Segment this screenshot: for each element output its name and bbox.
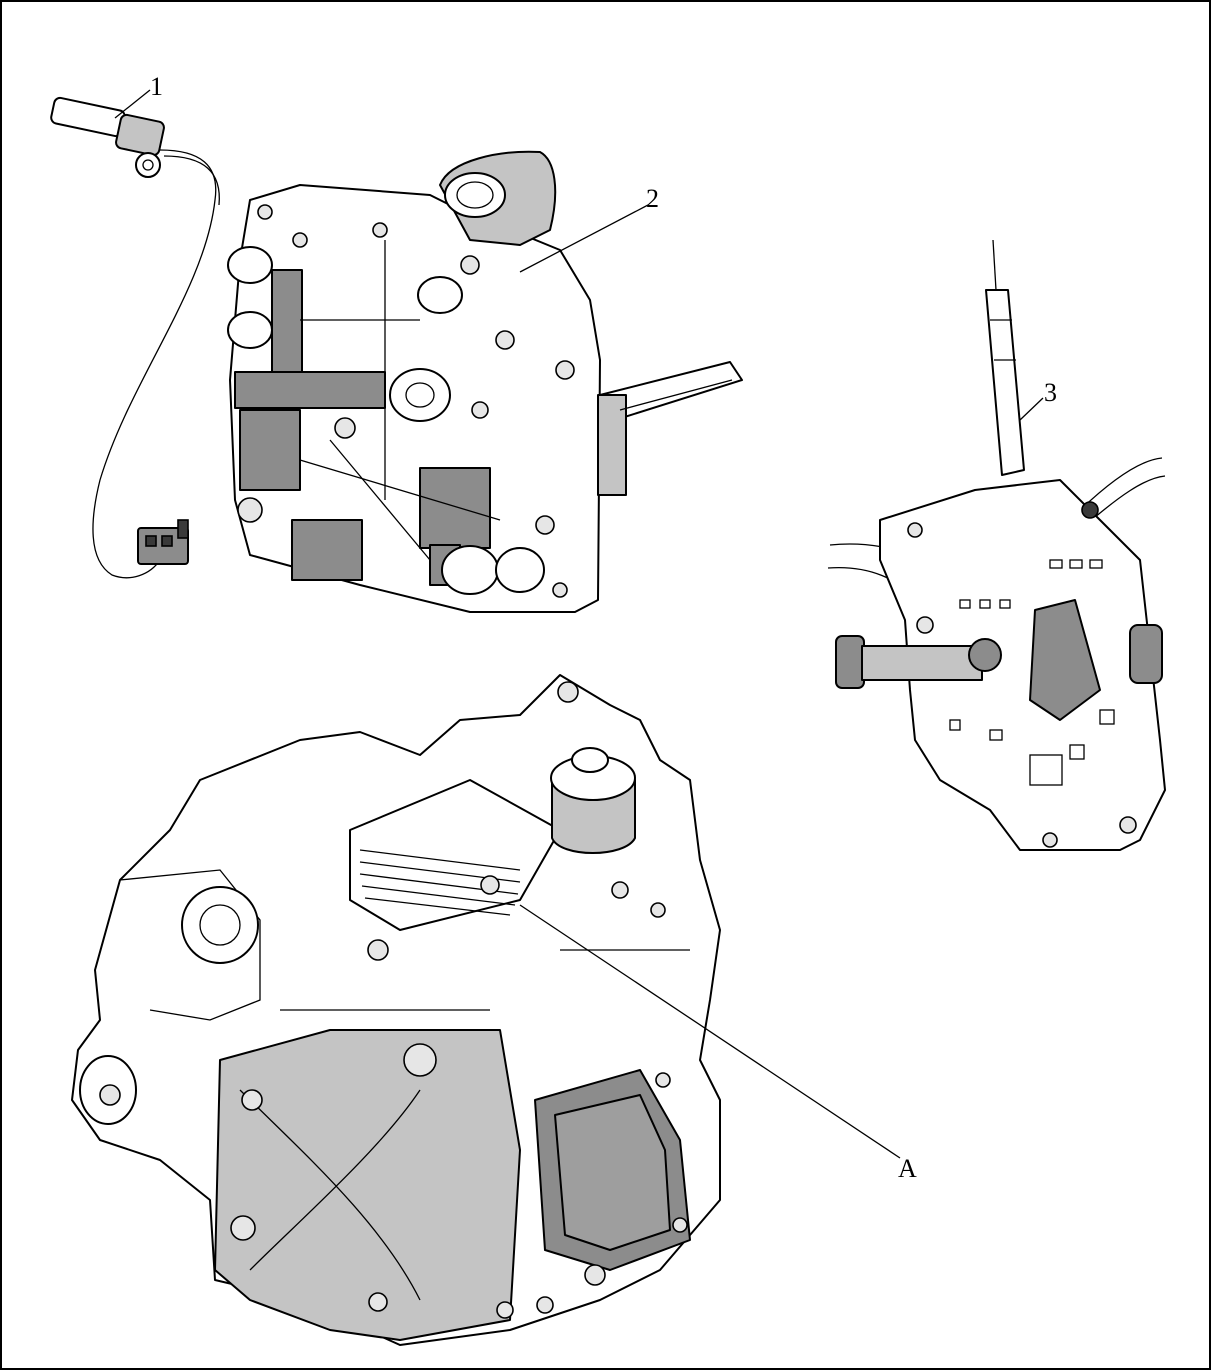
- callout-A: A: [898, 1154, 917, 1183]
- callout-2: 2: [646, 184, 659, 213]
- transmission-assembly: [71, 674, 721, 1346]
- shift-module-component: [827, 239, 1166, 851]
- callout-1: 1: [150, 72, 163, 101]
- callout-3: 3: [1044, 378, 1057, 407]
- leader-lines: [114, 89, 1044, 1159]
- circuit-pads: [949, 559, 1115, 786]
- sensor-component: [50, 96, 220, 579]
- valve-body-component: [227, 150, 743, 613]
